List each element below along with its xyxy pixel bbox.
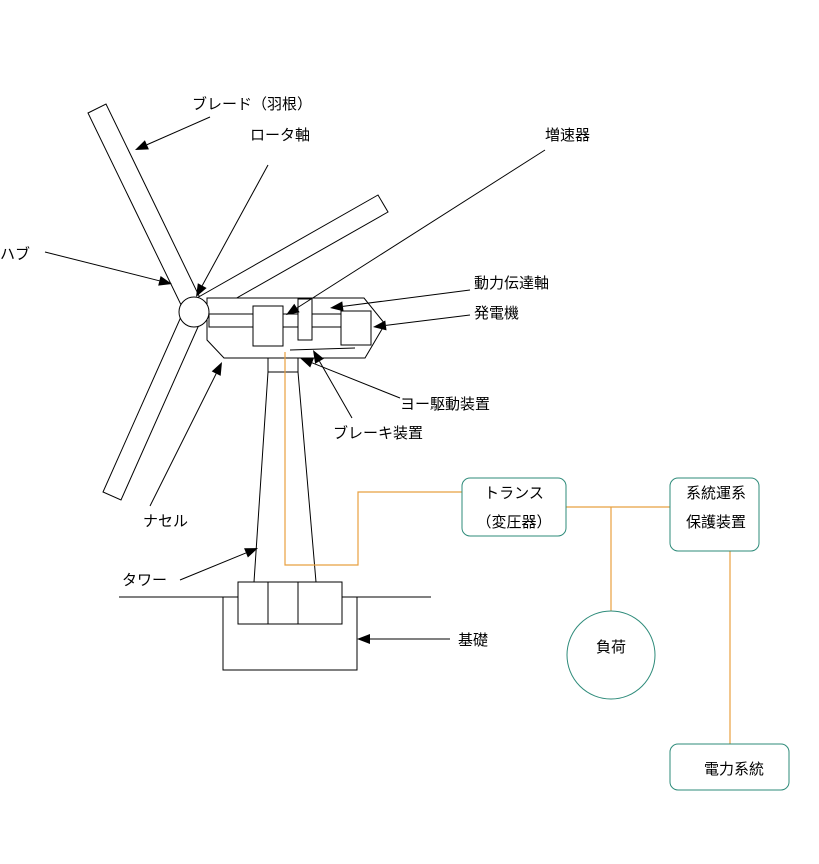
drive-shaft-label: 動力伝達軸	[474, 274, 549, 292]
drive-shaft-arrow	[330, 289, 471, 312]
yaw-drive-arrow	[300, 358, 401, 399]
protection-label-1: 系統運系	[686, 484, 746, 502]
transformer-box	[461, 477, 567, 537]
transformer-label-1: トランス	[484, 484, 544, 502]
grid-box	[669, 743, 790, 791]
hub-arrow	[44, 251, 172, 286]
brake-arrow	[313, 350, 353, 419]
nacelle-arrow	[149, 362, 222, 507]
brake-line	[289, 347, 356, 351]
blade-label: ブレード（羽根）	[192, 95, 312, 113]
callout-arrows	[44, 116, 546, 644]
tower-arrow	[179, 548, 258, 581]
foundation-block	[237, 581, 343, 625]
blade-lower	[102, 309, 203, 501]
nacelle-label: ナセル	[143, 512, 188, 530]
blade-arrow	[135, 116, 211, 150]
generator-label: 発電機	[474, 304, 519, 322]
foundation-label: 基礎	[458, 631, 488, 649]
drive-shaft-box	[297, 298, 313, 341]
protection-box	[669, 477, 760, 552]
transformer-label-2: （変圧器）	[476, 513, 551, 531]
load-label: 負荷	[596, 638, 626, 656]
gearbox-label: 増速器	[545, 126, 590, 144]
rotor-shaft-label: ロータ軸	[250, 126, 310, 144]
load-circle	[566, 610, 656, 700]
generator-arrow	[373, 314, 471, 331]
rotor-shaft-arrow	[196, 164, 269, 297]
yaw-drive-label: ヨー駆動装置	[400, 395, 490, 413]
gearbox-arrow	[286, 149, 546, 315]
tower-label: タワー	[122, 571, 167, 589]
gearbox-box	[252, 305, 284, 347]
hub-label: ハブ	[0, 245, 30, 263]
grid-label: 電力系統	[704, 760, 764, 778]
generator-box	[340, 310, 372, 346]
wire-generator-transformer	[284, 352, 462, 566]
yaw-drive-block	[267, 357, 299, 373]
hub-circle	[178, 296, 210, 328]
brake-label: ブレーキ装置	[333, 424, 423, 442]
foundation-arrow	[357, 634, 450, 644]
protection-label-2: 保護装置	[686, 513, 746, 531]
blade-upper	[87, 103, 203, 312]
